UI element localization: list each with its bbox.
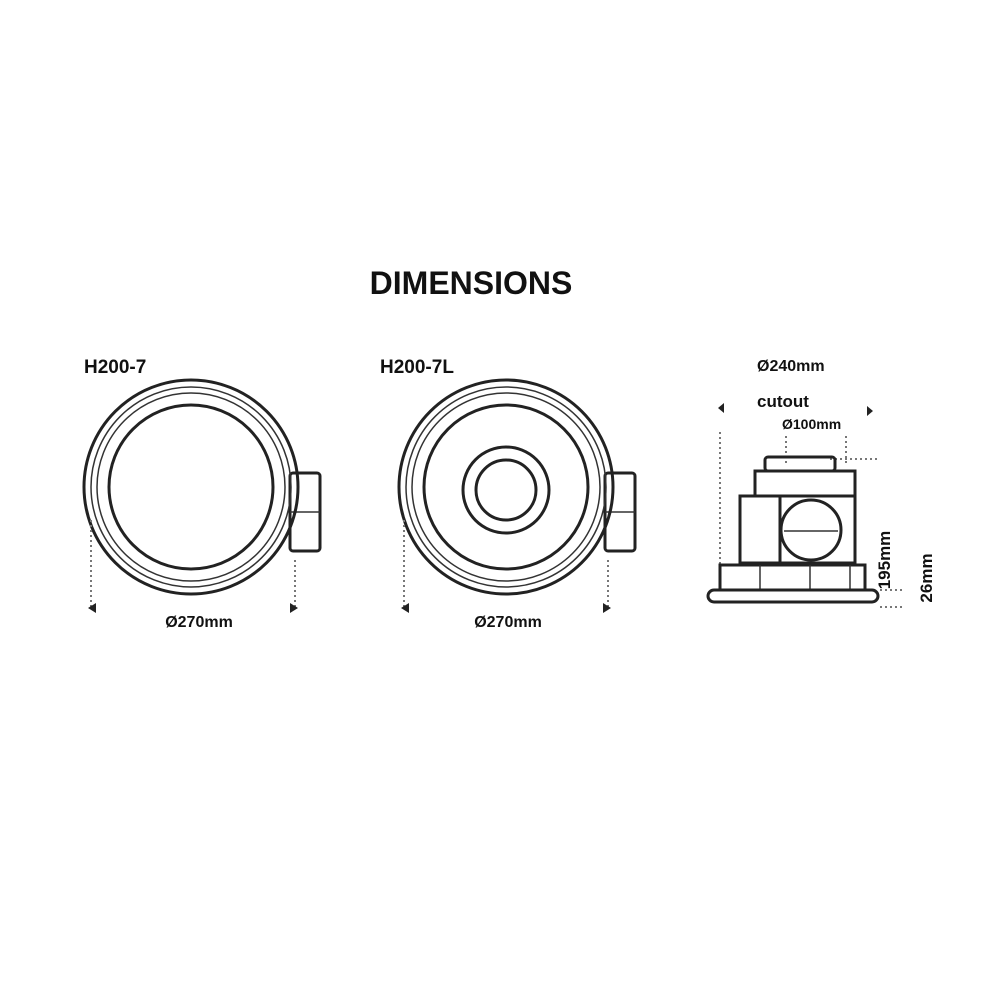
diagram-title: DIMENSIONS [370, 265, 573, 301]
cutout-label: cutout [757, 392, 809, 411]
model-label: H200-7L [380, 357, 454, 378]
side-view: Ø240mm cutout Ø100mm 195mm 26mm [706, 358, 936, 608]
diameter-label: Ø270mm [165, 614, 233, 631]
model-label: H200-7 [84, 357, 146, 378]
duct-outlet [779, 498, 843, 562]
h200-7-top-view: H200-7 Ø270mm [82, 357, 322, 631]
h200-7l-top-view: H200-7L Ø270mm [380, 357, 637, 631]
diameter-label: Ø270mm [474, 614, 542, 631]
grille-height-label: 26mm [917, 553, 936, 602]
height-label: 195mm [875, 531, 894, 590]
duct-diameter-label: Ø100mm [782, 416, 841, 432]
light-ring [461, 445, 551, 535]
cutout-diameter-label: Ø240mm [757, 358, 825, 375]
grille [706, 588, 880, 604]
